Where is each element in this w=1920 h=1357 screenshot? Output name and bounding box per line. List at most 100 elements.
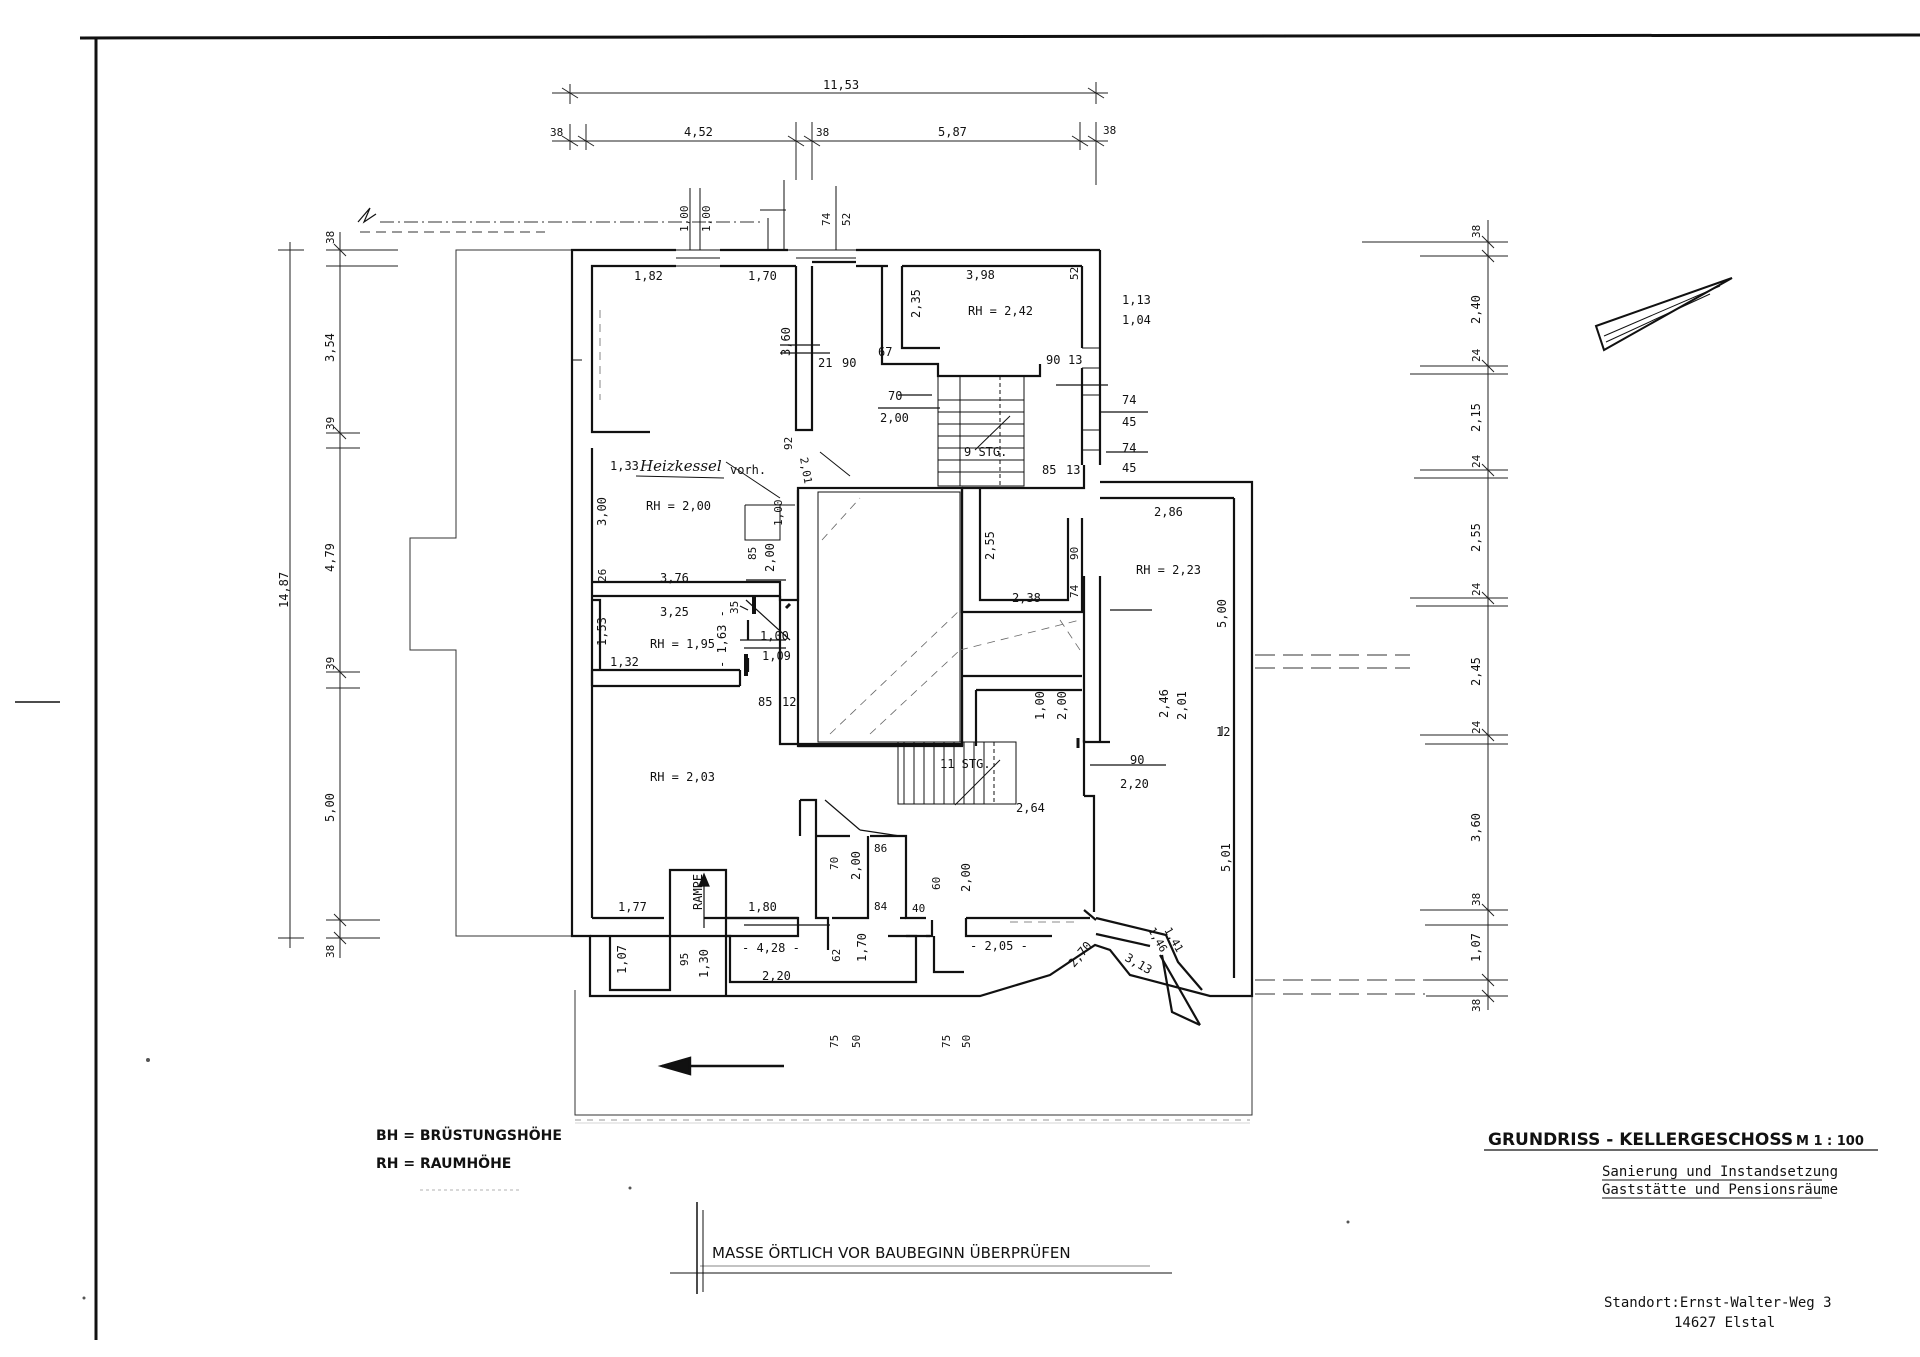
room-dimension-label: 90 [1046,353,1060,367]
legend: BH = BRÜSTUNGSHÖHE RH = RAUMHÖHE [376,1126,562,1191]
room-dimension-label: 85 [1042,463,1056,477]
dim-mid-wall: 38 [816,126,829,139]
room-dimension-label: 92 [782,437,795,450]
room-dimension-label: 12 [1216,725,1230,739]
room-dimension-label: 13 [1068,353,1082,367]
room-dimension-label: 74 [1122,393,1136,407]
room-dimension-label: 12 [782,695,796,709]
room-dimension-label: 2,00 [849,851,863,880]
dim-right-seg-1: 2,40 [1469,295,1483,324]
room-dimension-label: 1,70 [748,269,777,283]
exit-arrow [657,1056,784,1076]
room-dimension-label: 21 [818,356,832,370]
room-dimension-label: 1,00 [678,206,691,233]
room-dimension-label: 75 [828,1035,841,1048]
room-dimension-label: 1,00 [1033,691,1047,720]
room-dimension-label: 2,86 [1154,505,1183,519]
room-dimension-label: 3,76 [660,571,689,585]
room-dimension-label: 1,09 [762,649,791,663]
room-dimension-label: 86 [874,842,887,855]
room-dimension-label: 2,00 [880,411,909,425]
drawing-scale: M 1 : 100 [1796,1134,1864,1149]
site-postcode: 14627 Elstal [1674,1315,1775,1331]
dim-left-seg-2: 39 [324,417,337,430]
room-dimension-label: 2,00 [959,863,973,892]
site-address: Standort:Ernst-Walter-Weg 3 [1604,1295,1832,1311]
room-dimension-label: 67 [878,345,892,359]
top-dimension-text: 11,53 38 4,52 38 5,87 38 [550,78,1116,139]
legend-rh: RH = RAUMHÖHE [376,1154,511,1172]
room-dimension-label: 1,07 [615,945,629,974]
project-line-1: Sanierung und Instandsetzung [1602,1164,1838,1180]
room-dimension-label: 74 [1068,584,1081,598]
room-dimension-label: 2,35 [909,289,923,318]
room-dimension-label: 70 [828,857,841,870]
room-dimension-label: 40 [912,902,925,915]
room-dimension-label: 1,00 [760,629,789,643]
dim-right-seg-0: 38 [1470,225,1483,238]
room-dimension-label: 3,00 [595,497,609,526]
room-dimension-label: 90 [1068,547,1081,560]
room-dimension-label: 2,00 [1055,691,1069,720]
room-dimension-label: 2,20 [762,969,791,983]
room-dimension-label: 90 [842,356,856,370]
room-dimension-label: 9 STG. [964,445,1007,459]
room-dimension-label: 2,01 [1175,691,1189,720]
dim-left-seg-5: 5,00 [323,793,337,822]
room-dimension-label: 11 STG. [940,757,991,771]
dim-right-seg-9: 3,60 [1469,813,1483,842]
room-dimension-label: 1,80 [748,900,777,914]
room-dimension-label: 70 [888,389,902,403]
dim-left-seg-4: 39 [324,657,337,670]
room-dimension-label: RH = 2,03 [650,770,715,784]
dim-left-seg-1: 3,54 [323,333,337,362]
dim-right-seg-4: 24 [1470,454,1483,468]
room-dimension-label: 1,30 [697,949,711,978]
room-dimension-label: 2,01 [797,456,814,484]
floor-plan-walls [570,248,1254,1026]
window-symbols [572,180,1101,451]
dim-left-seg-0: 38 [324,231,337,244]
room-dimension-label: 13 [1066,463,1080,477]
room-dimension-label: RH = 2,23 [1136,563,1201,577]
drawing-title: GRUNDRISS - KELLERGESCHOSS [1488,1130,1793,1150]
room-dimension-label: 2,38 [1012,591,1041,605]
room-dimension-label: 1,00 [700,206,713,233]
left-dimension-text: 14,87 38 3,54 39 4,79 39 5,00 38 [277,231,337,958]
room-dimension-label: 75 [940,1035,953,1048]
project-line-2: Gaststätte und Pensionsräume [1602,1182,1838,1198]
room-dimension-label: 85 [746,547,759,560]
room-dimension-label: 1,32 [610,655,639,669]
room-dimension-label: - 1,63 - [715,610,729,668]
sheet-frame [15,33,1920,1340]
room-dimension-label: 52 [1068,267,1081,280]
room-dimension-label: 2,64 [1016,801,1045,815]
room-dimension-label: 2,70 [1066,939,1095,970]
room-dimension-label: 74 [820,212,833,226]
title-block: GRUNDRISS - KELLERGESCHOSS M 1 : 100 San… [1484,1130,1878,1331]
room-dimension-label: RH = 2,42 [968,304,1033,318]
ramp-label: RAMPE [691,874,705,910]
room-dimension-label: 1,53 [595,617,609,646]
dim-right-seg-2: 24 [1470,348,1483,362]
top-dimension-chains [552,82,1108,185]
room-dimension-label: 5,00 [1215,599,1229,628]
right-dimension-chain [1362,220,1508,1010]
heating-boiler-note: Heizkessel [639,457,722,475]
room-dimension-label: 3,25 [660,605,689,619]
dim-right-seg-8: 24 [1470,720,1483,734]
dim-left-seg-6: 38 [324,945,337,958]
room-dimension-label: 2,20 [1120,777,1149,791]
notice-box [670,1202,1172,1294]
room-dimension-label: 3,98 [966,268,995,282]
detail-marks [357,207,1223,926]
dim-right-seg-7: 2,45 [1469,657,1483,686]
room-dimension-label: 35 [728,601,741,614]
dim-right-span: 5,87 [938,125,967,139]
room-dimension-label: 1,04 [1122,313,1151,327]
room-dimension-label: 50 [960,1035,973,1048]
dim-right-seg-11: 1,07 [1469,933,1483,962]
room-dimension-label: 1,33 [610,459,639,473]
